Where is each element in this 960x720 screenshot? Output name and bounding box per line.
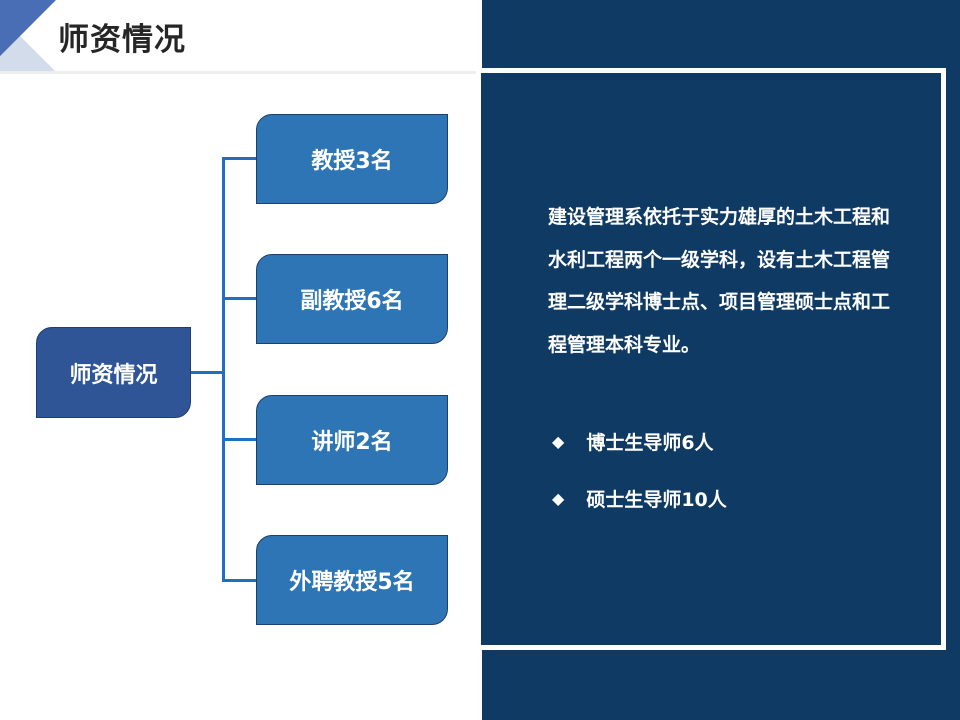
connector-trunk [222, 157, 225, 581]
child-node-lecturer: 讲师2名 [256, 395, 448, 485]
bullet-item: ◆ 博士生导师6人 [552, 428, 714, 455]
bullet-text: 博士生导师6人 [586, 432, 714, 454]
root-node: 师资情况 [36, 327, 191, 418]
diamond-icon: ◆ [552, 489, 565, 508]
child-node-associate-professor: 副教授6名 [256, 254, 448, 344]
title-divider [0, 71, 482, 74]
connector-branch [222, 157, 256, 160]
info-frame [476, 68, 946, 650]
page-title: 师资情况 [58, 22, 186, 58]
connector-branch [222, 579, 256, 582]
bullet-text: 硕士生导师10人 [586, 489, 727, 511]
diamond-icon: ◆ [552, 432, 565, 451]
bullet-item: ◆ 硕士生导师10人 [552, 485, 727, 512]
description-text: 建设管理系依托于实力雄厚的土木工程和水利工程两个一级学科，设有土木工程管理二级学… [548, 206, 891, 356]
connector-root [190, 371, 224, 374]
connector-branch [222, 297, 256, 300]
child-node-professor: 教授3名 [256, 114, 448, 204]
connector-branch [222, 438, 256, 441]
child-node-visiting-professor: 外聘教授5名 [256, 535, 448, 625]
